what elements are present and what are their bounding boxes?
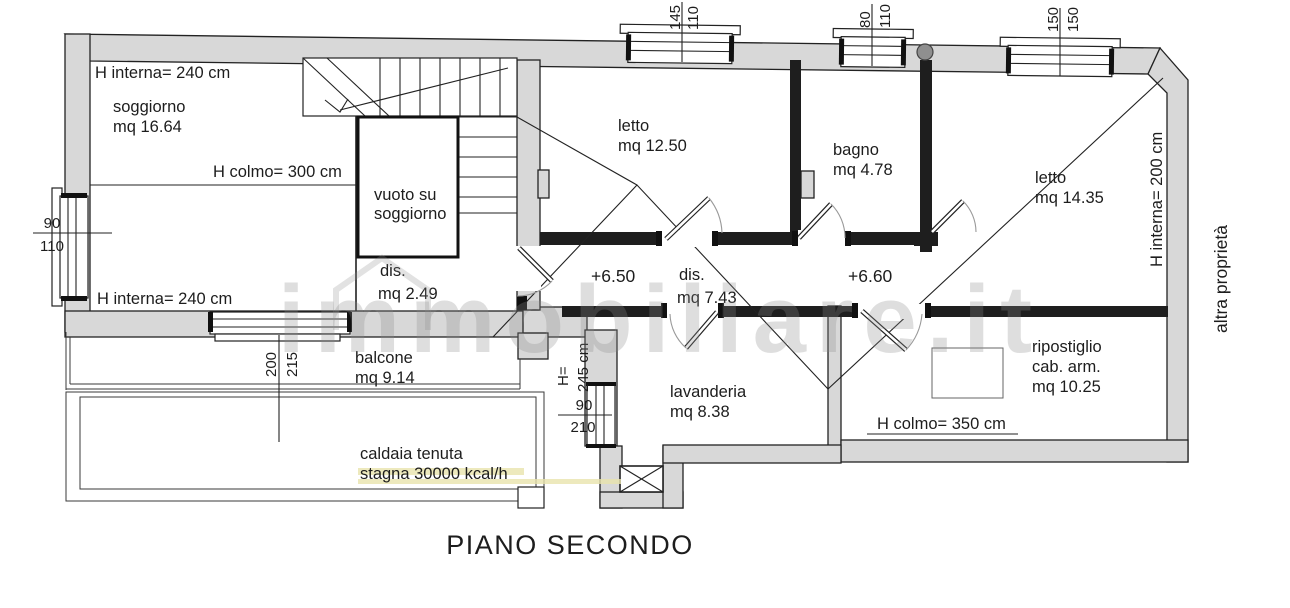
caldaia-line2: stagna 30000 kcal/h: [360, 465, 508, 483]
bagno-wall-nib: [800, 170, 815, 199]
bagno-letto2-wall: [920, 60, 932, 252]
chimney-circle: [916, 43, 934, 61]
terrace-step: [517, 486, 545, 509]
dim-215: 215: [284, 352, 301, 377]
ripostiglio-bottom-wall: [840, 439, 1189, 463]
watermark: immobiliare.it: [278, 254, 1042, 373]
shaft-x-box: [619, 465, 664, 493]
terrace-outer: [65, 391, 545, 502]
dis2-area: mq 7.43: [677, 289, 737, 307]
stair-wall-nib: [537, 169, 550, 199]
lavanderia-area: mq 8.38: [670, 403, 730, 421]
lav-bottom-band: [662, 444, 842, 464]
letto1-bagno-wall: [790, 60, 801, 233]
stair-arrow: [324, 98, 349, 113]
ripostiglio-name: ripostiglio: [1032, 338, 1102, 356]
window-200x215-portafinestra: [208, 311, 352, 342]
caldaia-line1: caldaia tenuta: [360, 445, 464, 463]
dim-90: 90: [44, 215, 61, 232]
dimension-labels: 145 110 80 110 150 150 200 215 90 110 90…: [40, 4, 1082, 436]
door-bagno: [797, 202, 846, 240]
bagno-name: bagno: [833, 141, 879, 159]
dim-145: 145: [667, 5, 684, 30]
soggiorno-area: mq 16.64: [113, 118, 182, 136]
letto1-area: mq 12.50: [618, 137, 687, 155]
stair-direction-line: [339, 67, 509, 111]
roof-lines: [90, 77, 1164, 390]
window-90x110: [51, 187, 89, 307]
bagno-area: mq 4.78: [833, 161, 893, 179]
doors: [516, 196, 977, 352]
window-145x110: [619, 23, 741, 65]
letto2-name: letto: [1035, 169, 1066, 187]
vuoto-line2: soggiorno: [374, 205, 446, 223]
ripostiglio-area: mq 10.25: [1032, 378, 1101, 396]
watermark-house-icon: [333, 254, 431, 330]
balcone-terrace: [65, 332, 545, 509]
dim-200: 200: [263, 352, 280, 377]
hall-top-wall: [540, 232, 920, 245]
door-dis1: [516, 246, 554, 297]
door-letto1: [664, 196, 723, 241]
level-660: +6.60: [848, 266, 893, 286]
door-letto2: [930, 199, 977, 234]
vuoto-line1: vuoto su: [374, 186, 436, 204]
level-650: +6.50: [591, 266, 636, 286]
stair-flight-right: [458, 116, 517, 214]
ripostiglio-top-wall: [830, 306, 1168, 317]
ripostiglio-cabinet: [931, 347, 1004, 399]
dim-80: 80: [857, 11, 874, 28]
caldaia-highlight-2: [358, 479, 621, 484]
balcone-name: balcone: [355, 349, 413, 367]
stair-break-line2: [326, 57, 390, 117]
altra-proprieta: altra proprietà: [1211, 225, 1231, 333]
dim-145-110: 110: [685, 6, 702, 30]
dim-90b: 90: [576, 397, 593, 414]
dim-150b: 150: [1065, 7, 1082, 32]
roof-valley-line: [492, 77, 1164, 390]
dimension-lines: [33, 2, 1061, 442]
dim-150a: 150: [1045, 7, 1062, 32]
soggiorno-name: soggiorno: [113, 98, 185, 116]
h-245: 245 cm: [575, 343, 592, 392]
caldaia-highlight-1: [358, 468, 524, 475]
letto1-name: letto: [618, 117, 649, 135]
staircase: [302, 57, 518, 259]
dim-80-110: 110: [877, 4, 894, 28]
terrace-inner: [79, 396, 537, 490]
stair-flight-top: [302, 57, 518, 117]
h-interna-240-bottom: H interna= 240 cm: [97, 290, 232, 308]
dis1-name: dis.: [380, 262, 406, 280]
vuoto-box: [356, 115, 460, 259]
lavanderia-name: lavanderia: [670, 383, 747, 401]
balcone-corner-block: [517, 332, 549, 360]
h-eq: H=: [555, 366, 572, 386]
dis2-name: dis.: [679, 266, 705, 284]
door-ripostiglio: [860, 309, 923, 352]
h-interna-240-top: H interna= 240 cm: [95, 64, 230, 82]
dim-210: 210: [570, 419, 595, 436]
letto2-area: mq 14.35: [1035, 189, 1104, 207]
dim-90-110: 110: [40, 238, 64, 255]
dis1-area: mq 2.49: [378, 285, 438, 303]
window-80x110: [832, 27, 914, 69]
labels: H interna= 240 cm soggiorno mq 16.64 H c…: [95, 64, 1231, 483]
roof-segment: [516, 116, 638, 186]
h-interna-200: H interna= 200 cm: [1148, 132, 1166, 267]
h-colmo-350: H colmo= 350 cm: [877, 415, 1006, 433]
h-colmo-300: H colmo= 300 cm: [213, 163, 342, 181]
balcone-area: mq 9.14: [355, 369, 415, 387]
letto2-entry-jamb: [914, 232, 938, 246]
door-lavanderia: [669, 310, 719, 350]
ripostiglio-line2: cab. arm.: [1032, 358, 1101, 376]
plan-title: PIANO SECONDO: [446, 530, 694, 560]
watermark-text: immobiliare.it: [278, 266, 1042, 373]
